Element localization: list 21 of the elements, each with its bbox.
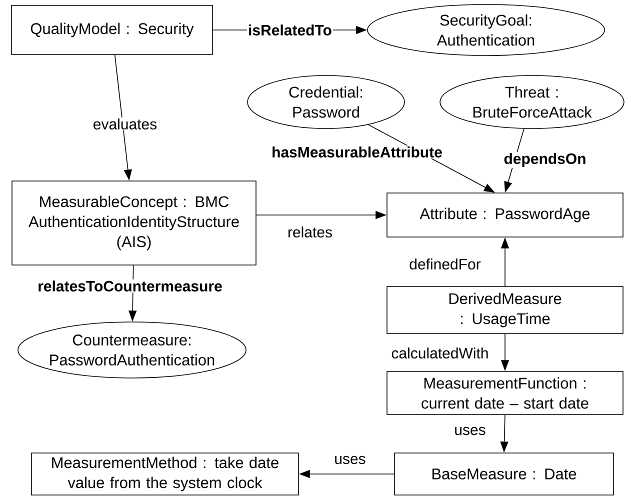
process-box: DerivedMeasure : UsageTime (386, 286, 624, 334)
edge-label: uses (453, 426, 487, 436)
ellipse-node: SecurityGoal: Authentication (367, 4, 605, 56)
ellipse-node: Threat : BruteForceAttack (440, 75, 624, 129)
process-box: BaseMeasure : Date (394, 452, 614, 496)
edge-label: dependsOn (502, 152, 588, 168)
edge-label: calculatedWith (390, 346, 490, 360)
edge-label: relates (286, 226, 334, 238)
process-box: Attribute : PasswordAge (386, 192, 624, 238)
edge-label: isRelatedTo (247, 24, 333, 36)
process-box: MeasurementFunction : current date – start date (386, 371, 624, 415)
ellipse-node: Countermeasure: PasswordAuthentication (18, 322, 246, 378)
edge-label: uses (333, 454, 367, 466)
edge-label: relatesToCountermeasure (36, 280, 224, 292)
edge-label: evaluates (92, 118, 158, 130)
ellipse-node: Credential: Password (247, 75, 405, 129)
process-box: MeasurementMethod : take date value from the system clock (31, 452, 299, 496)
process-box: MeasurableConcept : BMC AuthenticationIdentityStructure (AIS) (12, 180, 256, 266)
process-box: QualityModel : Security (11, 5, 213, 55)
edge-label: hasMeasurableAttribute (270, 146, 444, 158)
edge-label: definedFor (408, 258, 482, 270)
